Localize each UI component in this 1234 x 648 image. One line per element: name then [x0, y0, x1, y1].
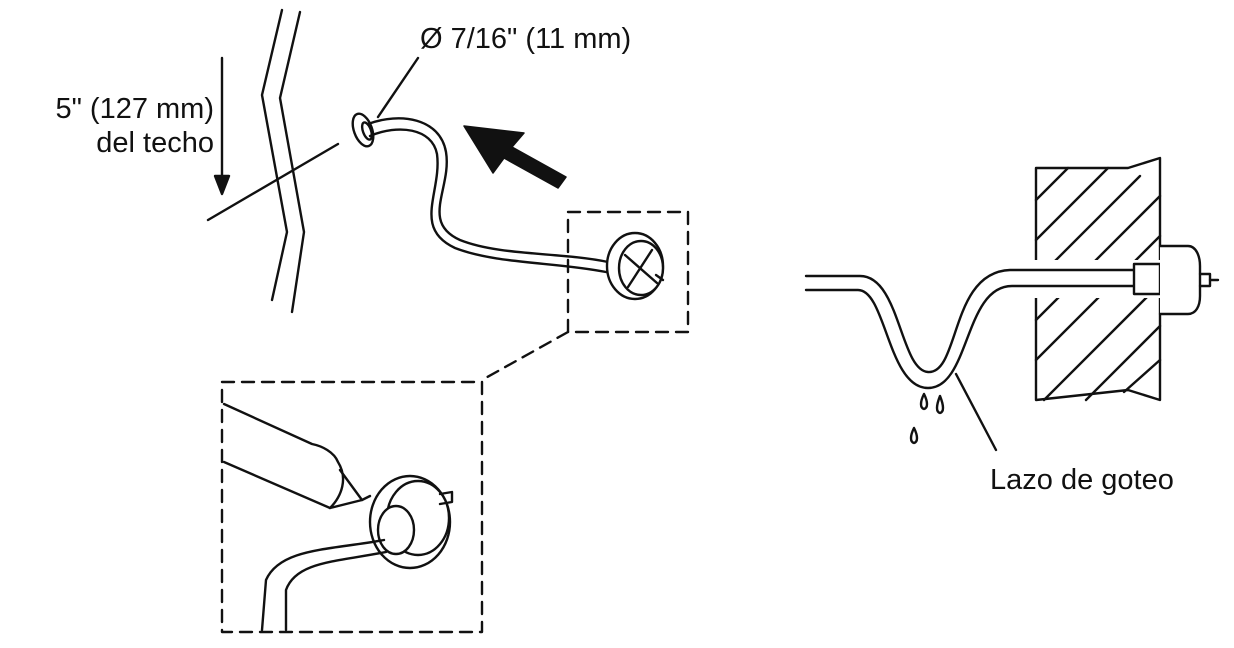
zoom-detail-box [220, 380, 484, 634]
sensor-body [1132, 244, 1220, 316]
drip-loop-leader [954, 372, 998, 452]
ceiling-distance-caption: del techo [96, 127, 214, 159]
insert-direction-arrow [463, 125, 567, 189]
water-drops [909, 392, 945, 445]
sealant-tube [222, 402, 372, 510]
wall-edge [260, 8, 306, 314]
detail-connector-line [480, 330, 570, 382]
wall-hole [351, 112, 375, 148]
height-leader-line [206, 142, 340, 222]
drip-loop-label: Lazo de goteo [990, 464, 1174, 496]
ceiling-distance-value: 5" (127 mm) [55, 93, 214, 125]
hole-diameter-label: Ø 7/16" (11 mm) [420, 23, 632, 55]
height-dimension-arrow [213, 56, 231, 196]
sensor-cable [366, 117, 610, 274]
drip-loop-cable [804, 268, 1136, 390]
detail-callout-box [566, 210, 690, 334]
diameter-leader-line [376, 56, 420, 119]
cable-detail [260, 538, 388, 632]
ceiling-distance-label: 5" (127 mm) del techo [4, 92, 214, 160]
plug-detail [368, 474, 454, 570]
sensor-plug [605, 231, 665, 301]
wall-section-hatched [1034, 156, 1162, 402]
